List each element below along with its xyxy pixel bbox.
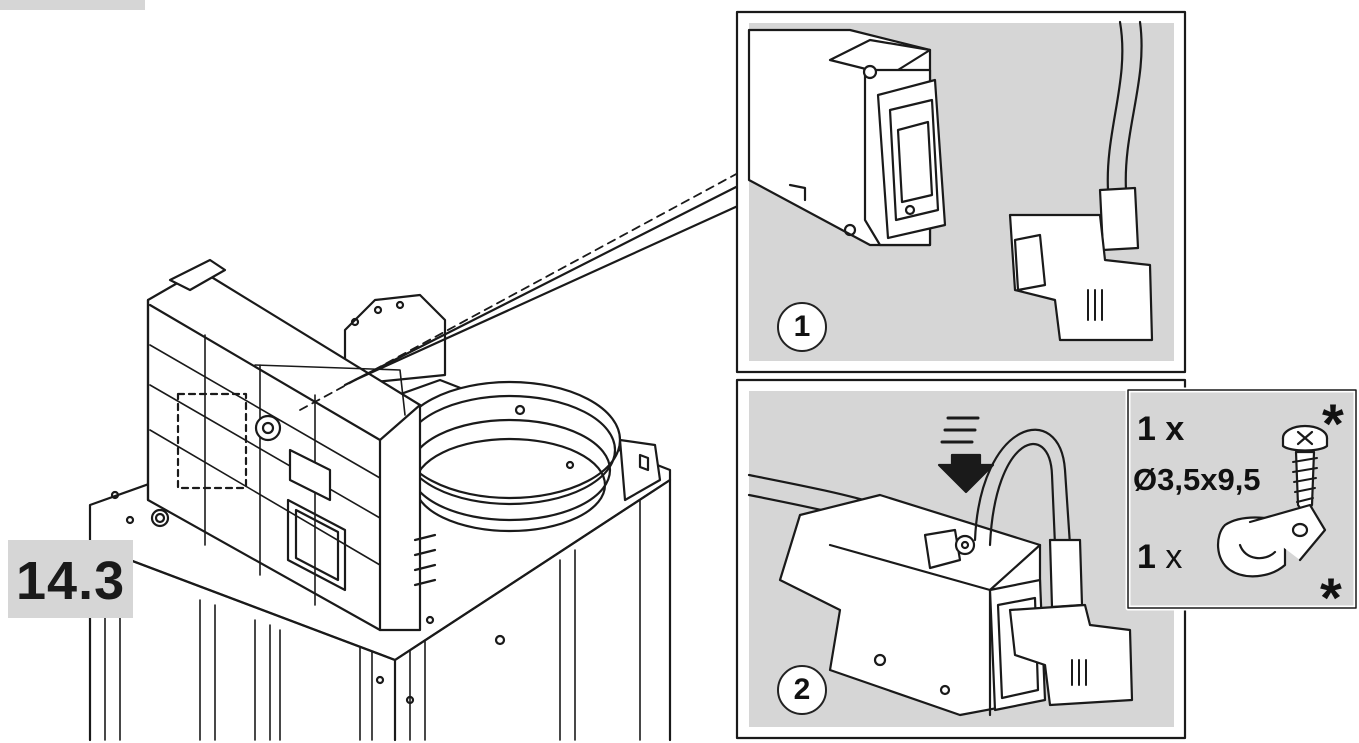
previous-step-tab: [0, 0, 145, 10]
step-label: 14.3: [8, 540, 134, 618]
detail-callout-box: [176, 392, 248, 490]
clip-quantity-x: x: [1165, 538, 1183, 576]
parts-box: [1125, 387, 1359, 611]
panel-number-2: 2: [777, 665, 827, 715]
screw-asterisk: *: [1322, 392, 1344, 455]
clip-asterisk: *: [1320, 566, 1342, 629]
control-box-module: [146, 258, 437, 632]
detail-panel-1: [735, 10, 1187, 374]
cable-clip-icon: [1217, 503, 1327, 578]
screw-quantity: 1 x: [1137, 410, 1185, 448]
panel-number-1: 1: [777, 302, 827, 352]
clip-quantity: 1 x: [1137, 538, 1182, 577]
screw-size: Ø3,5x9,5: [1133, 462, 1261, 497]
clip-quantity-number: 1: [1137, 538, 1156, 576]
screw-icon: [1281, 424, 1329, 517]
